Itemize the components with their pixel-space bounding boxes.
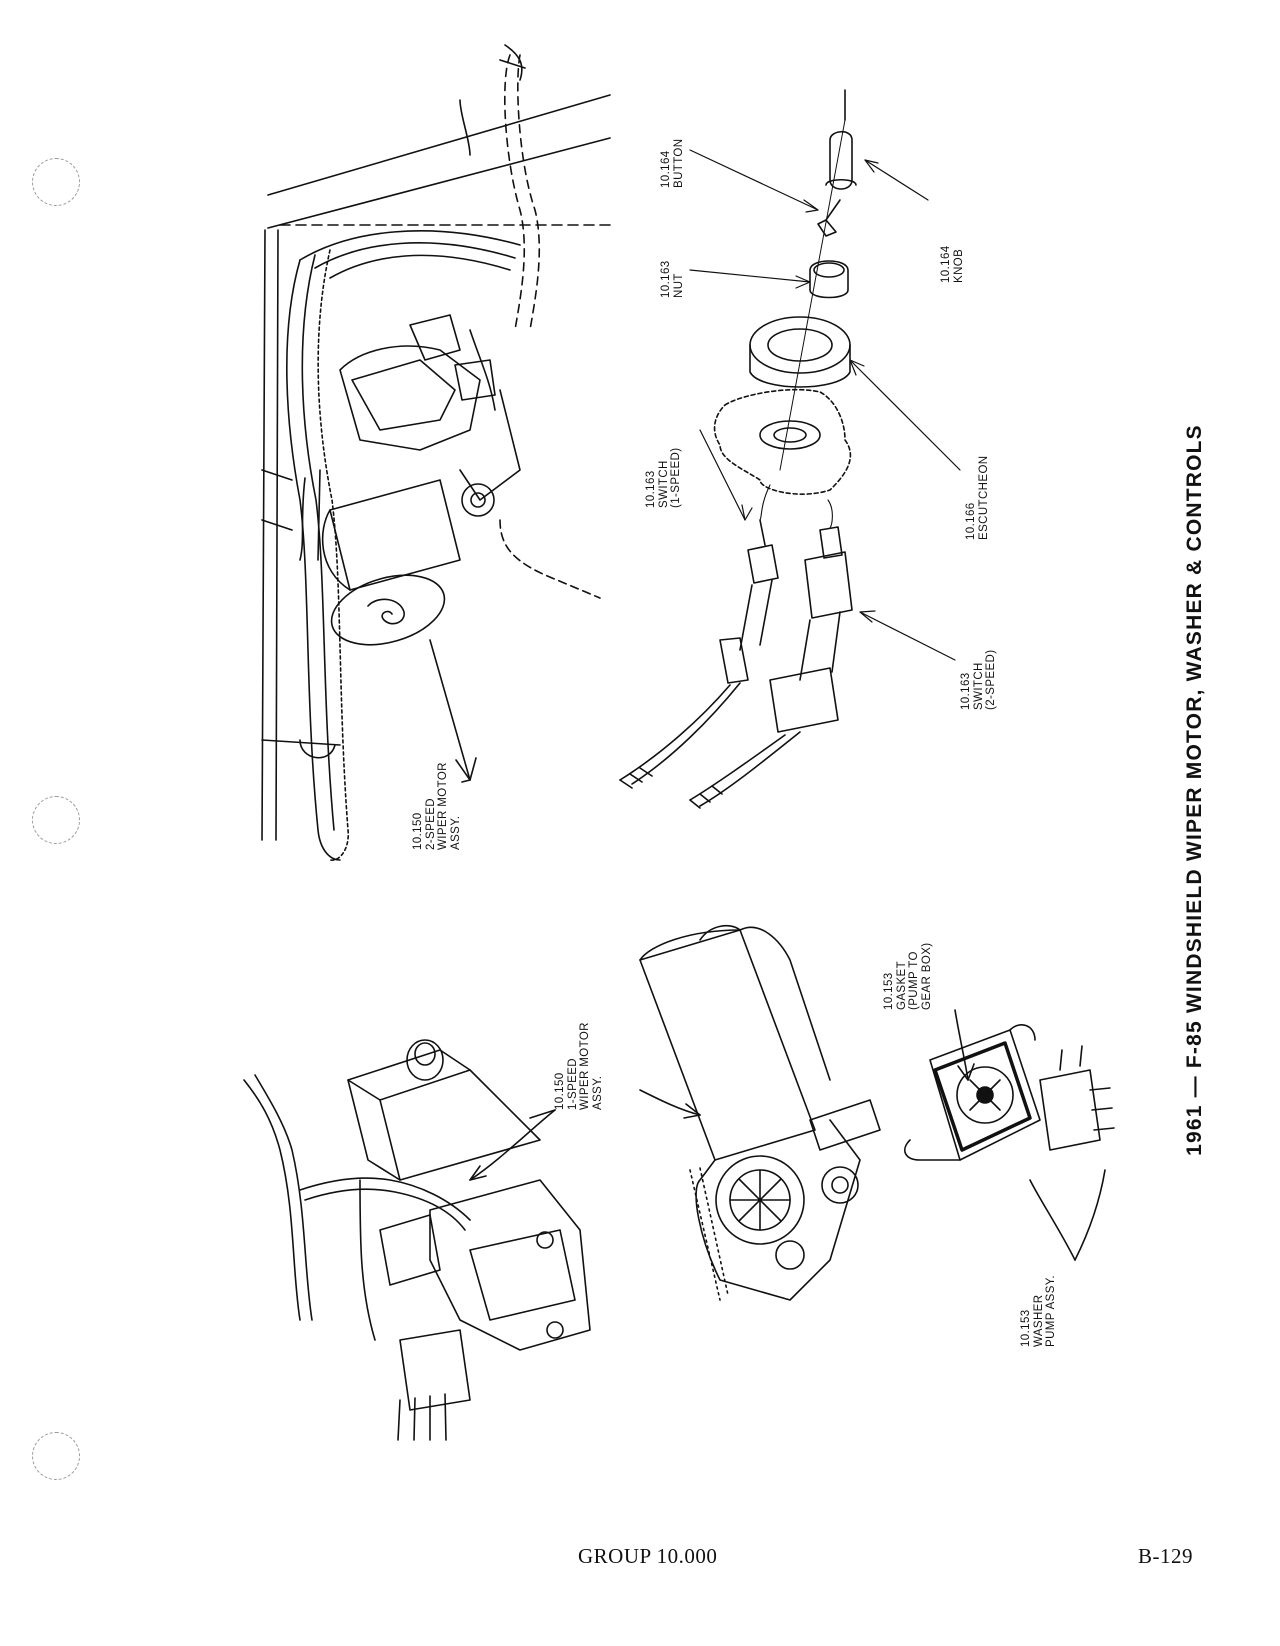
callout-1-speed-sub: WIPER MOTOR [579,1022,591,1110]
callout-gasket-sub: (PUMP TO [908,951,920,1010]
callout-2-speed-number: 10.150 [412,812,424,850]
callout-switch-2-text: SWITCH [972,662,985,710]
callout-leader-lines [690,150,960,660]
callout-nut-text: NUT [672,273,685,298]
callout-gasket-sub2: GEAR BOX) [920,942,933,1010]
callout-switch-1-number: 10.163 [645,470,657,508]
callout-2-speed-sub: WIPER MOTOR [437,762,449,850]
callout-1-speed-sub2: ASSY. [591,1075,604,1110]
binder-hole-top [32,158,80,206]
washer-pump-view [905,1010,1114,1260]
callout-1-speed-number: 10.150 [554,1072,566,1110]
callout-knob-number: 10.164 [940,245,952,283]
callout-washer-pump-text: WASHER [1032,1294,1045,1347]
callout-1-speed-wiper-motor: 10.150 1-SPEED WIPER MOTOR ASSY. [554,1022,604,1110]
callout-washer-pump: 10.153 WASHER PUMP ASSY. [1020,1275,1058,1347]
callout-switch-2-number: 10.163 [960,672,972,710]
callout-button: 10.164 BUTTON [660,139,685,188]
callout-1-speed-text: 1-SPEED [566,1057,579,1110]
callout-gasket-text: GASKET [895,960,908,1010]
callout-switch-1-speed: 10.163 SWITCH (1-SPEED) [645,448,683,508]
callout-gasket-number: 10.153 [883,972,895,1010]
callout-nut-number: 10.163 [660,260,672,298]
callout-switch-2-speed: 10.163 SWITCH (2-SPEED) [960,650,998,710]
callout-knob: 10.164 KNOB [940,245,965,283]
footer-page-number: B-129 [1138,1544,1193,1568]
callout-gasket: 10.153 GASKET (PUMP TO GEAR BOX) [883,942,933,1010]
binder-hole-bottom [32,1432,80,1480]
callout-knob-text: KNOB [952,248,965,283]
callout-washer-pump-number: 10.153 [1020,1309,1032,1347]
page-title: 1961 — F-85 WINDSHIELD WIPER MOTOR, WASH… [1183,424,1206,1156]
callout-2-speed-wiper-motor: 10.150 2-SPEED WIPER MOTOR ASSY. [412,762,462,850]
callout-washer-pump-sub: PUMP ASSY. [1045,1275,1057,1347]
two-speed-motor-installed-view [262,45,612,860]
footer-group: GROUP 10.000 [578,1544,718,1568]
callout-escutcheon: 10.166 ESCUTCHEON [965,455,990,540]
callout-button-text: BUTTON [672,138,685,188]
one-speed-motor-installed-view [244,1040,590,1440]
callout-2-speed-sub2: ASSY. [449,815,462,850]
callout-2-speed-text: 2-SPEED [424,797,437,850]
callout-switch-1-text: SWITCH [657,460,670,508]
callout-switch-2-sub: (2-SPEED) [985,649,997,710]
one-speed-motor-removed-view [640,926,880,1300]
callout-escutcheon-text: ESCUTCHEON [977,455,990,540]
switch-controls-exploded-view [620,90,856,808]
callout-switch-1-sub: (1-SPEED) [670,447,682,508]
callout-nut: 10.163 NUT [660,260,685,298]
callout-escutcheon-number: 10.166 [965,502,977,540]
callout-button-number: 10.164 [660,150,672,188]
binder-hole-middle [32,796,80,844]
